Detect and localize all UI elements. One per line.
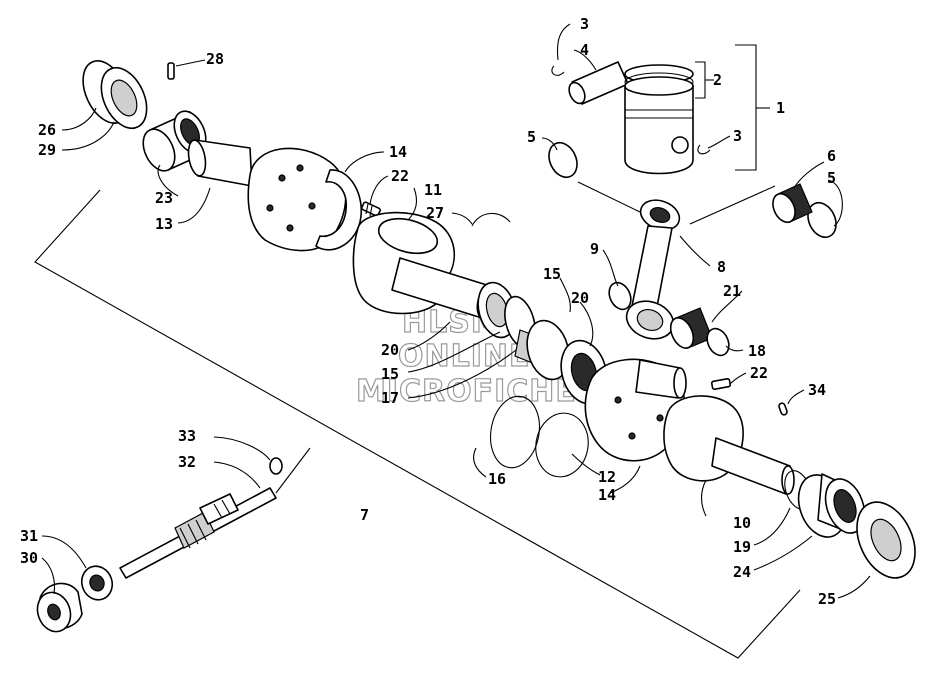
callout-labels: 28 26 29 23 13 14 22 11 27 3 4 2 1 3 5 6… xyxy=(20,15,836,608)
crankshaft-assembly-bracket xyxy=(34,189,801,659)
callout-29: 29 xyxy=(38,141,56,159)
bearing-31 xyxy=(80,565,114,601)
callout-34: 34 xyxy=(808,381,826,399)
callout-20-upper: 20 xyxy=(571,289,589,307)
callout-20-lower: 20 xyxy=(381,341,399,359)
callout-15-lower: 15 xyxy=(381,365,399,383)
callout-13: 13 xyxy=(155,215,173,233)
callout-24: 24 xyxy=(733,563,751,581)
counterweight-14 xyxy=(315,169,363,251)
callout-5-right: 5 xyxy=(827,169,836,187)
callout-31: 31 xyxy=(20,527,38,545)
screw-22-lower xyxy=(710,378,732,390)
callout-18: 18 xyxy=(748,342,766,360)
bearing-24-ring-19 xyxy=(784,470,866,538)
callout-21: 21 xyxy=(723,282,741,300)
o-rings-16 xyxy=(490,395,589,478)
callout-1: 1 xyxy=(776,99,785,117)
callout-12: 12 xyxy=(598,468,616,486)
callout-11: 11 xyxy=(424,181,442,199)
needle-bearing-6 xyxy=(772,183,813,224)
callout-8: 8 xyxy=(717,258,726,276)
gear-30 xyxy=(36,582,83,633)
callout-16: 16 xyxy=(488,470,506,488)
ring-27 xyxy=(471,212,511,227)
callout-23: 23 xyxy=(155,189,173,207)
callout-22-lower: 22 xyxy=(750,364,768,382)
callout-9: 9 xyxy=(590,240,599,258)
shaft-32 xyxy=(119,447,311,579)
callout-15-upper: 15 xyxy=(543,265,561,283)
callout-33: 33 xyxy=(178,427,196,445)
callout-3-top: 3 xyxy=(580,15,589,33)
needle-bearing-21 xyxy=(669,307,713,349)
callout-5-left: 5 xyxy=(527,128,536,146)
callout-14-lower: 14 xyxy=(598,486,616,504)
callout-25: 25 xyxy=(818,590,836,608)
callout-22-upper: 22 xyxy=(391,167,409,185)
callout-19: 19 xyxy=(733,538,751,556)
callout-2: 2 xyxy=(713,71,722,89)
washer-9 xyxy=(608,281,632,311)
callout-17: 17 xyxy=(381,389,399,407)
connecting-rod-8 xyxy=(625,199,681,340)
callout-27: 27 xyxy=(426,204,444,222)
piston-group xyxy=(551,61,711,175)
washer-33 xyxy=(269,457,283,475)
watermark-line-2: ONLINE xyxy=(398,339,531,374)
callout-6: 6 xyxy=(827,147,836,165)
key-34 xyxy=(778,402,788,416)
seal-25 xyxy=(856,501,916,579)
callout-14-upper: 14 xyxy=(389,143,407,161)
crank-half-10 xyxy=(663,395,795,495)
washer-5-right xyxy=(807,201,837,239)
callout-7: 7 xyxy=(360,506,369,524)
watermark-line-3: MICROFICHE xyxy=(356,374,577,409)
callout-28: 28 xyxy=(206,50,224,68)
callout-4: 4 xyxy=(580,41,589,59)
crank-web-12 xyxy=(584,358,687,462)
callout-3-right: 3 xyxy=(733,127,742,145)
piston-assembly-bracket xyxy=(695,44,770,171)
leader-lines xyxy=(41,23,871,599)
crank-half-13 xyxy=(187,139,347,252)
screw-22-upper xyxy=(361,201,381,217)
pin-28 xyxy=(167,62,175,80)
washer-18 xyxy=(706,327,730,357)
callout-30: 30 xyxy=(20,549,38,567)
seal-26-29 xyxy=(82,60,148,130)
callout-10: 10 xyxy=(733,514,751,532)
parts xyxy=(36,60,916,633)
washer-5-left xyxy=(548,141,578,179)
callout-32: 32 xyxy=(178,453,196,471)
callout-26: 26 xyxy=(38,121,56,139)
